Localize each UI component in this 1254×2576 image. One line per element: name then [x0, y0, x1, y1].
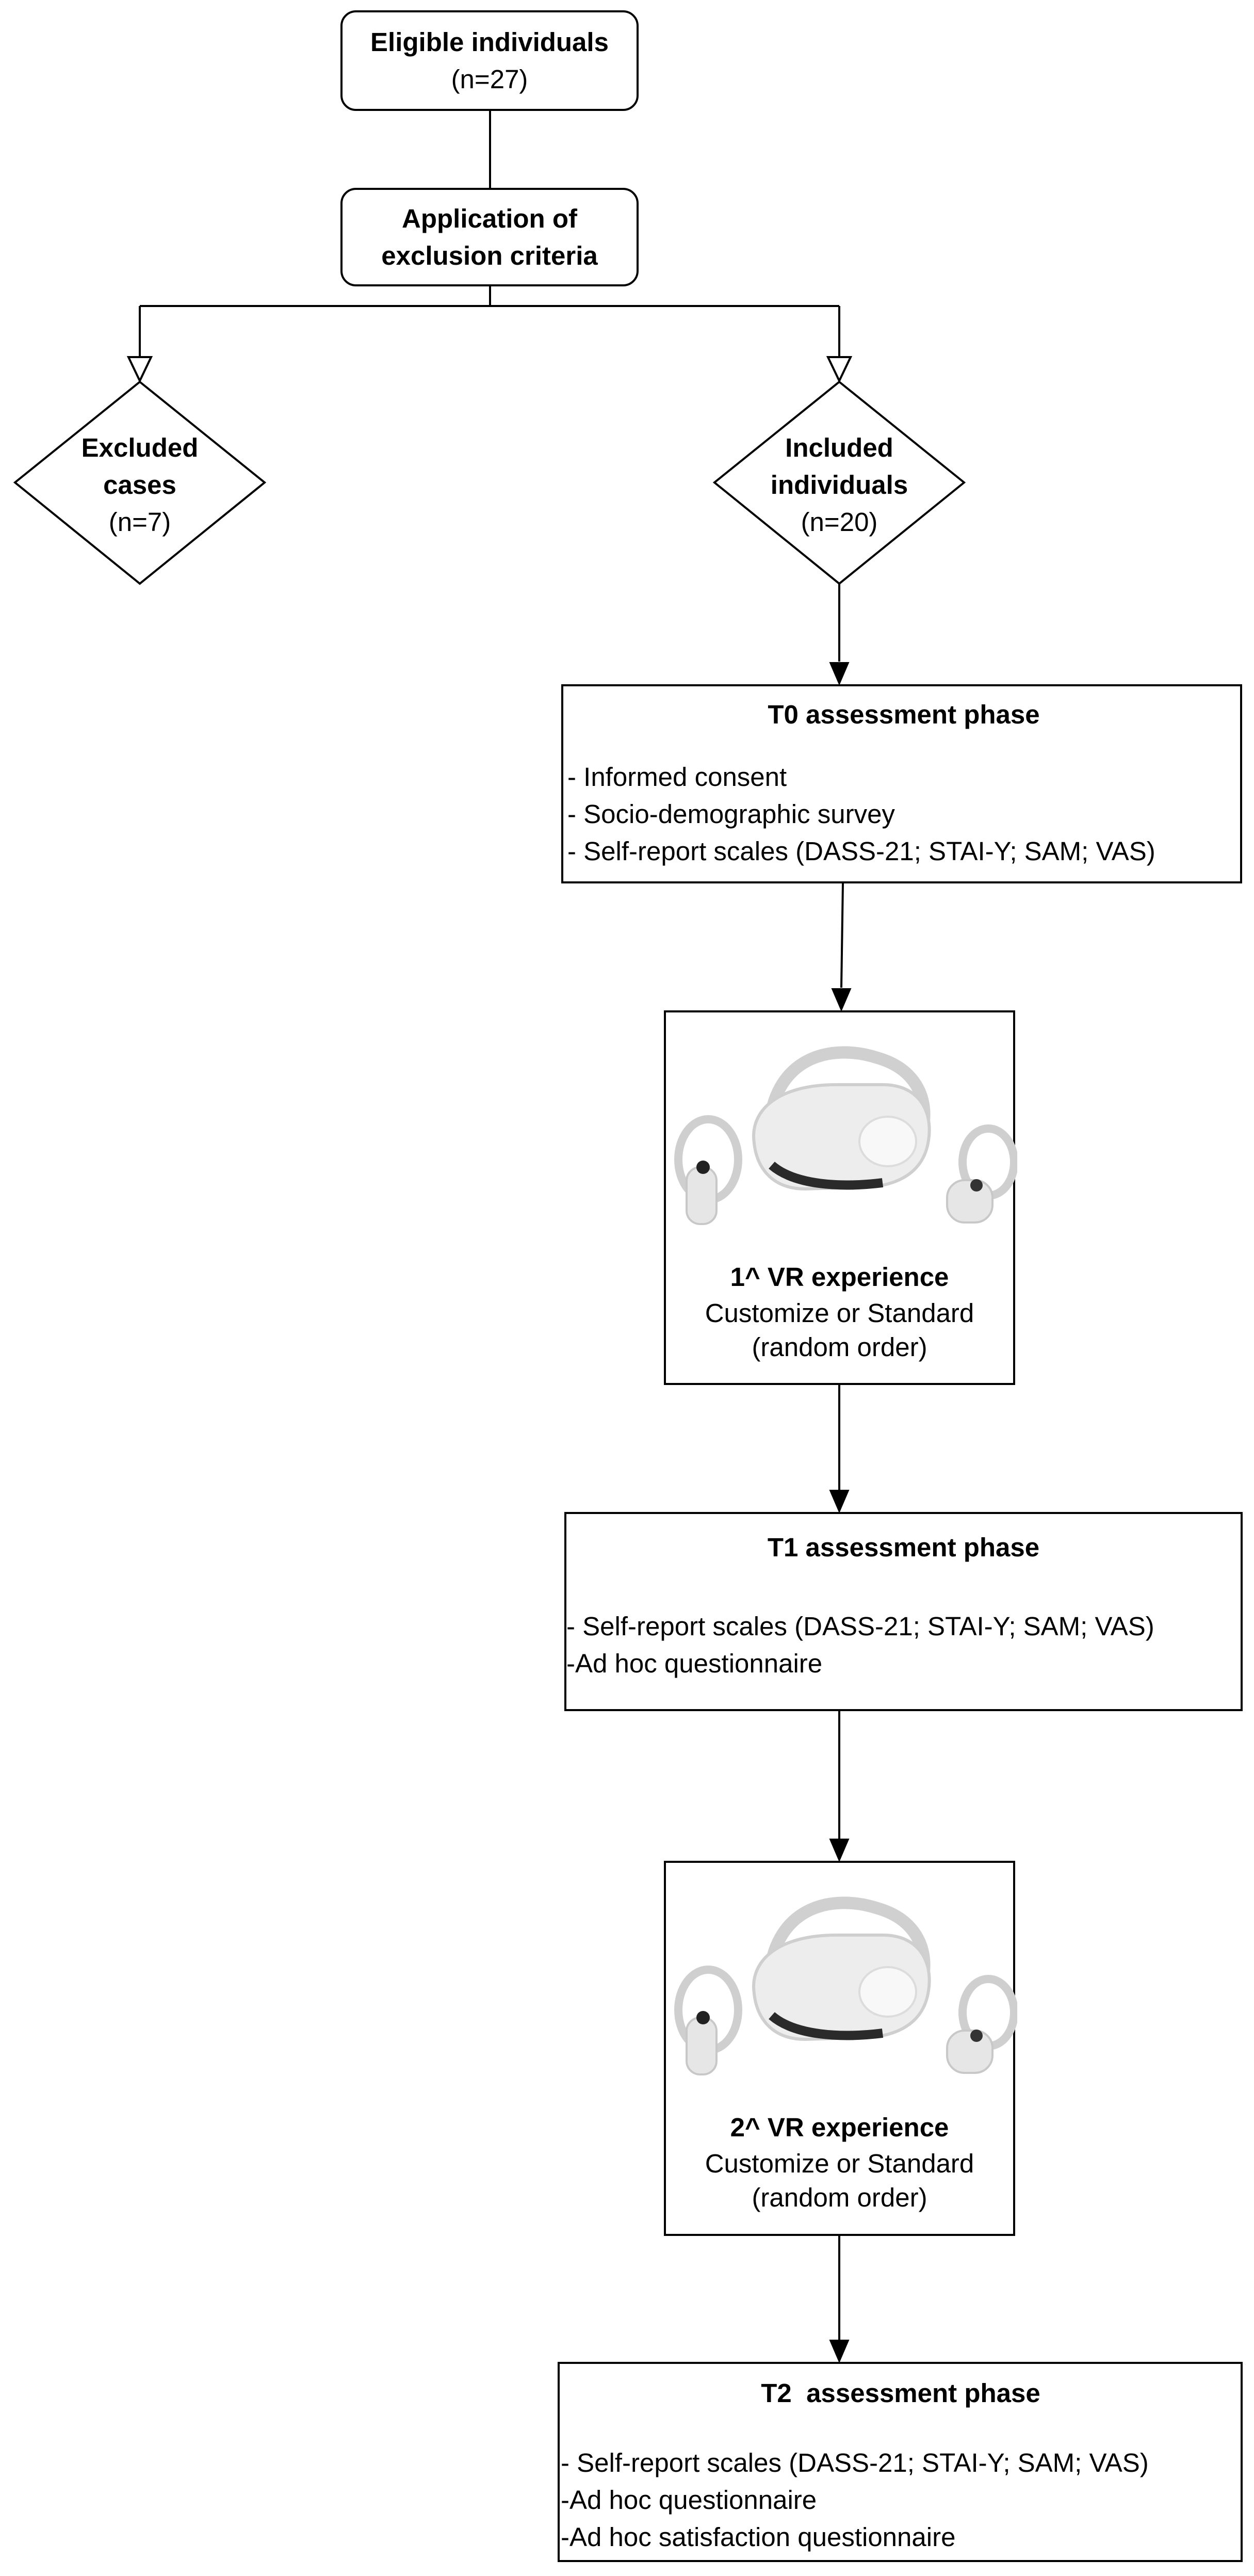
right-controller-icon [946, 1975, 1017, 2074]
t2-item: -Ad hoc questionnaire [561, 2485, 817, 2515]
vr-experience-2-box: 2^ VR experience Customize or Standard (… [664, 1861, 1017, 2236]
vr-experience-1-box: 1^ VR experience Customize or Standard (… [664, 1010, 1017, 1385]
vr1-subtitle: Customize or Standard [705, 1298, 974, 1328]
eligible-count: (n=27) [451, 64, 528, 94]
vr1-title: 1^ VR experience [730, 1262, 949, 1292]
arrowhead-t0 [829, 662, 850, 686]
t2-title: T2 assessment phase [761, 2378, 1040, 2408]
t0-item: - Self-report scales (DASS-21; STAI-Y; S… [567, 836, 1155, 866]
arrowhead-t2 [829, 2340, 850, 2363]
included-individuals-label: Included individuals (n=20) [736, 423, 942, 547]
t0-item: - Socio-demographic survey [567, 799, 895, 829]
right-controller-icon [946, 1124, 1017, 1223]
exclusion-line2: exclusion criteria [381, 240, 598, 270]
t1-items: - Self-report scales (DASS-21; STAI-Y; S… [566, 1608, 1241, 1682]
vr-headset-icon [752, 1046, 931, 1191]
t2-items: - Self-report scales (DASS-21; STAI-Y; S… [561, 2444, 1241, 2556]
arrowhead-vr1 [831, 988, 852, 1012]
included-count: (n=20) [801, 507, 878, 537]
t1-assessment-box: T1 assessment phase - Self-report scales… [564, 1512, 1243, 1711]
arrowhead-vr2 [829, 1839, 850, 1862]
t0-title: T0 assessment phase [768, 700, 1040, 729]
included-line1: Included [785, 433, 893, 462]
included-line2: individuals [770, 470, 908, 500]
excluded-line1: Excluded [81, 433, 199, 462]
vr2-subtitle: Customize or Standard [705, 2149, 974, 2178]
connector-t0-to-vr1 [840, 883, 844, 988]
t1-title: T1 assessment phase [767, 1533, 1040, 1562]
t0-assessment-box: T0 assessment phase - Informed consent -… [561, 684, 1242, 883]
exclusion-criteria-box: Application of exclusion criteria [340, 188, 639, 286]
vr-headset-controllers-image [674, 1896, 1017, 2075]
vr-headset-icon [752, 1896, 931, 2041]
t2-assessment-box: T2 assessment phase - Self-report scales… [558, 2362, 1243, 2562]
excluded-cases-label: Excluded cases (n=7) [37, 423, 243, 547]
left-controller-icon [674, 1966, 742, 2075]
t1-item: - Self-report scales (DASS-21; STAI-Y; S… [566, 1612, 1154, 1641]
excluded-diamond [13, 380, 267, 585]
exclusion-line1: Application of [402, 203, 577, 233]
eligible-title: Eligible individuals [370, 27, 609, 57]
t1-item: -Ad hoc questionnaire [566, 1649, 823, 1678]
t0-item: - Informed consent [567, 762, 787, 792]
eligible-individuals-box: Eligible individuals (n=27) [340, 10, 639, 111]
vr2-note: (random order) [752, 2183, 927, 2212]
t2-item: - Self-report scales (DASS-21; STAI-Y; S… [561, 2448, 1149, 2477]
excluded-count: (n=7) [108, 507, 171, 537]
vr1-note: (random order) [752, 1332, 927, 1362]
arrowhead-t1 [829, 1490, 850, 1514]
vr2-title: 2^ VR experience [730, 2113, 949, 2142]
vr-headset-controllers-image [674, 1046, 1017, 1225]
left-controller-icon [674, 1115, 742, 1225]
hollow-arrowhead-included [826, 356, 853, 383]
excluded-line2: cases [103, 470, 176, 500]
included-diamond [712, 380, 966, 585]
t0-items: - Informed consent - Socio-demographic s… [567, 759, 1240, 870]
t2-item: -Ad hoc satisfaction questionnaire [561, 2522, 956, 2552]
hollow-arrowhead-excluded [126, 356, 153, 383]
